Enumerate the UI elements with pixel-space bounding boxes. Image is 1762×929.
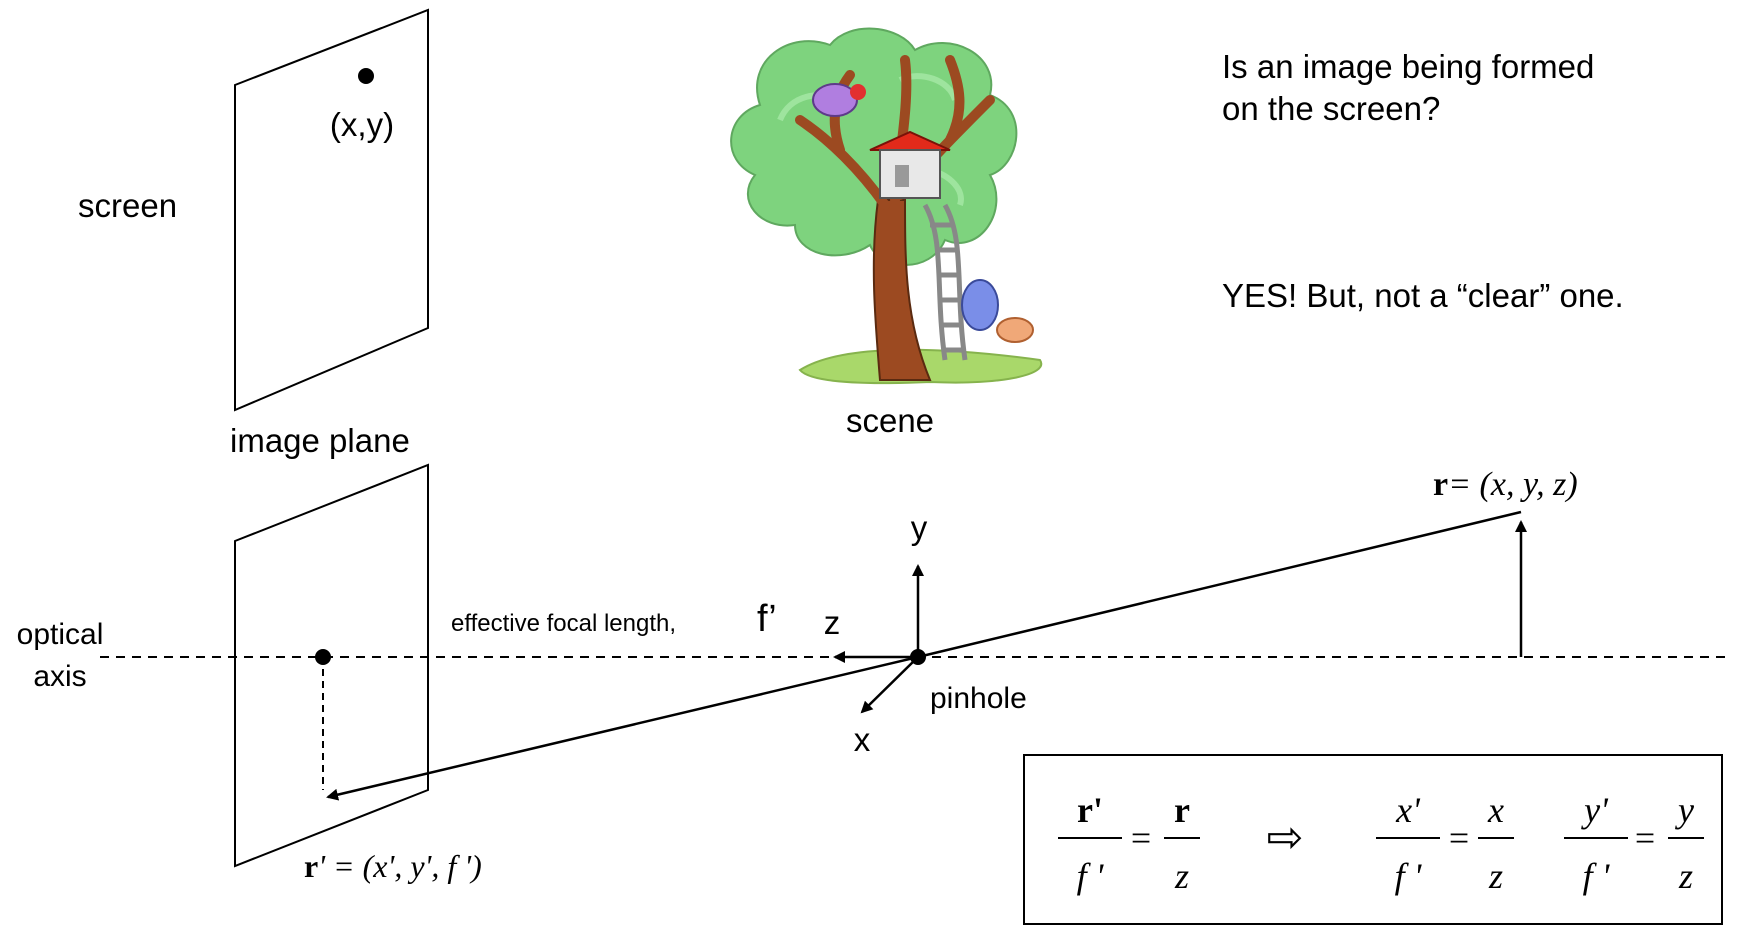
ray-object-to-pinhole [917, 510, 1522, 659]
eq-x-rhs-numerator: x [1487, 790, 1504, 830]
eq-y-denominator: f ' [1583, 856, 1611, 896]
eq-x-rhs-denominator: z [1488, 856, 1503, 896]
implies-arrow-icon: ⇨ [1267, 813, 1304, 862]
screen-point-dot [358, 68, 374, 84]
axis-z-label: z [824, 604, 841, 641]
optical-axis-label-line-1: optical [17, 618, 104, 651]
tree-house-clipart [730, 27, 1043, 385]
r-vector-label: r= (x, y, z) [1433, 466, 1578, 503]
question-line-1: Is an image being formed [1222, 48, 1594, 85]
eq-equals-1: = [1131, 818, 1151, 858]
axis-y-label: y [911, 509, 928, 546]
screen-label: screen [78, 187, 177, 224]
r-prime-coords: ' = (x', y', f ') [318, 848, 482, 884]
optical-axis-label-line-2: axis [33, 660, 86, 693]
pinhole-label: pinhole [930, 682, 1027, 715]
eq-y-numerator: y' [1581, 790, 1609, 830]
r-prime-symbol: r [304, 848, 318, 884]
eq-equals-3: = [1635, 818, 1655, 858]
eq-lhs-numerator: r' [1077, 790, 1103, 830]
ray-pinhole-to-image [326, 655, 919, 801]
eq-x-numerator: x' [1395, 790, 1421, 830]
top-screen-plane [234, 8, 429, 412]
eq-y-rhs-numerator: y [1675, 790, 1694, 830]
focal-length-symbol: f’ [757, 598, 777, 640]
eq-rhs-denominator: z [1174, 856, 1189, 896]
screen-point-label: (x,y) [330, 106, 394, 143]
focal-length-label: effective focal length, [451, 610, 676, 637]
eq-lhs-denominator: f ' [1077, 856, 1105, 896]
question-line-2: on the screen? [1222, 90, 1440, 127]
answer-text: YES! But, not a “clear” one. [1222, 277, 1624, 314]
r-prime-label: r' = (x', y', f ') [304, 848, 482, 884]
eq-rhs-numerator: r [1174, 790, 1190, 830]
eq-y-rhs-denominator: z [1678, 856, 1693, 896]
scene-label: scene [846, 402, 934, 439]
image-plane-label: image plane [230, 422, 410, 459]
axis-x-label: x [854, 721, 871, 758]
eq-equals-2: = [1449, 818, 1469, 858]
equation-box: r' f ' = r z ⇨ x' f ' = x z y' f ' = y z [1023, 754, 1723, 925]
image-plane [234, 463, 429, 868]
r-vector-symbol: r [1433, 466, 1448, 503]
r-vector-coords: = (x, y, z) [1448, 466, 1578, 503]
eq-x-denominator: f ' [1395, 856, 1423, 896]
pinhole-dot [910, 649, 926, 665]
x-axis-arrow [860, 656, 919, 714]
